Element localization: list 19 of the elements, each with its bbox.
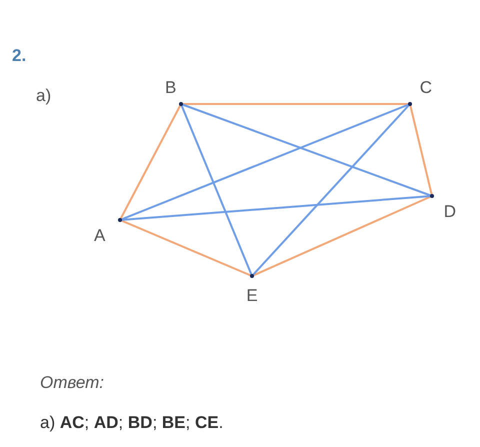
line-segment xyxy=(119,104,182,220)
vertex-label: B xyxy=(165,78,181,104)
task-number: 2. xyxy=(12,46,26,66)
vertex-label: C xyxy=(410,78,432,104)
line-segment xyxy=(181,103,410,105)
line-segment xyxy=(251,103,411,277)
line-segment xyxy=(120,195,432,221)
line-segment xyxy=(180,104,253,276)
line-segment xyxy=(120,103,410,221)
answer-text: а) AC; AD; BD; BE; CE. xyxy=(40,413,224,433)
vertex-label: A xyxy=(94,220,120,246)
line-segment xyxy=(120,219,252,277)
answer-heading: Ответ: xyxy=(40,373,104,393)
part-label: а) xyxy=(36,86,52,106)
line-segment xyxy=(252,195,432,277)
vertex-label: D xyxy=(432,196,456,222)
line-segment xyxy=(180,103,432,197)
vertex-label: E xyxy=(240,276,264,306)
line-segment xyxy=(409,104,433,196)
